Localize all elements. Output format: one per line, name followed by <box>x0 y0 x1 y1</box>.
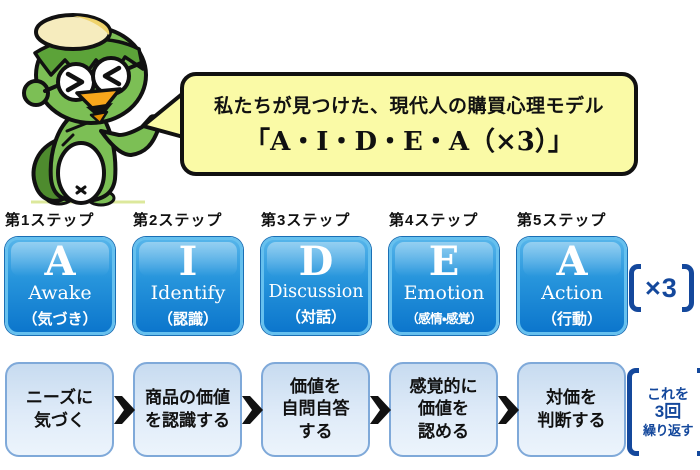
description-line: 自問自答 <box>281 399 350 419</box>
description-line: を認識する <box>145 410 230 430</box>
flow-arrow-icon <box>370 396 391 424</box>
aidea-word: Identify <box>150 282 226 304</box>
aidea-box-awake: A Awake （気づき） <box>5 237 115 335</box>
kappa-dish <box>34 13 112 51</box>
description-line: 価値を <box>418 399 469 419</box>
description-line: 感覚的に <box>409 377 478 397</box>
repeat-note-line: 繰り返す <box>642 422 694 438</box>
kappa-ear <box>22 79 50 107</box>
step-label-2: 第2ステップ <box>133 212 223 229</box>
description-line: 認める <box>418 421 469 441</box>
kappa-navel <box>75 185 87 195</box>
aidea-word: Awake <box>28 282 92 304</box>
speech-bubble: 私たちが見つけた、現代人の購買心理モデル 「A・I・D・E・A（×3）」 <box>180 72 638 176</box>
left-bracket <box>629 264 641 312</box>
aidea-word: Action <box>541 282 603 304</box>
repeat-note-line: 3回 <box>654 402 682 422</box>
multiplier-x3: ×3 <box>629 264 694 312</box>
bubble-headline: 私たちが見つけた、現代人の購買心理モデル <box>213 95 604 117</box>
description-line: 対価を <box>546 388 597 408</box>
aidea-box-emotion: E Emotion （感情・感覚） <box>389 237 499 335</box>
description-box-4: 感覚的に 価値を 認める <box>389 362 498 457</box>
aidea-letter: E <box>428 238 460 285</box>
aidea-letter: I <box>178 238 198 285</box>
aidea-meaning: （行動） <box>541 310 602 328</box>
aidea-meaning: （気づき） <box>22 310 98 328</box>
aidea-word: Discussion <box>268 282 364 302</box>
description-line: ニーズに <box>25 388 94 408</box>
step-label-3: 第3ステップ <box>261 212 351 229</box>
description-box-1: ニーズに 気づく <box>5 362 114 457</box>
aidea-meaning: （感情・感覚） <box>406 311 482 326</box>
flow-arrow-icon <box>242 396 263 424</box>
description-box-5: 対価を 判断する <box>517 362 626 457</box>
aidea-letter: A <box>556 238 588 285</box>
multiplier-value: ×3 <box>645 272 678 303</box>
aidea-letter: A <box>44 238 76 285</box>
right-bracket <box>681 264 694 312</box>
aidea-word: Emotion <box>403 282 485 304</box>
right-bracket <box>697 368 700 456</box>
left-bracket <box>627 368 639 456</box>
flow-arrow-icon <box>498 396 519 424</box>
flow-arrow-icon <box>114 396 135 424</box>
kappa-mascot-illustration <box>22 13 162 207</box>
kappa-beak <box>75 87 122 117</box>
aidea-box-identify: I Identify （認識） <box>133 237 243 335</box>
description-box-2: 商品の価値 を認識する <box>133 362 242 457</box>
description-line: 商品の価値 <box>145 388 230 408</box>
description-line: 気づく <box>34 410 85 430</box>
aidea-letter: D <box>298 238 334 285</box>
aidea-box-action: A Action （行動） <box>517 237 627 335</box>
description-line: する <box>298 421 333 441</box>
description-box-3: 価値を 自問自答 する <box>261 362 370 457</box>
bubble-model-name: 「A・I・D・E・A（×3）」 <box>244 126 574 157</box>
repeat-note-line: これを <box>647 385 689 402</box>
repeat-note: これを 3回 繰り返す <box>627 366 700 458</box>
step-label-5: 第5ステップ <box>517 212 607 229</box>
step-label-4: 第4ステップ <box>389 212 479 229</box>
description-line: 価値を <box>290 377 341 397</box>
aidea-box-discussion: D Discussion （対話） <box>261 237 371 335</box>
aidea-meaning: （認識） <box>157 310 218 328</box>
aidea-meaning: （対話） <box>285 309 346 327</box>
step-label-1: 第1ステップ <box>5 212 95 229</box>
description-line: 判断する <box>537 410 606 430</box>
